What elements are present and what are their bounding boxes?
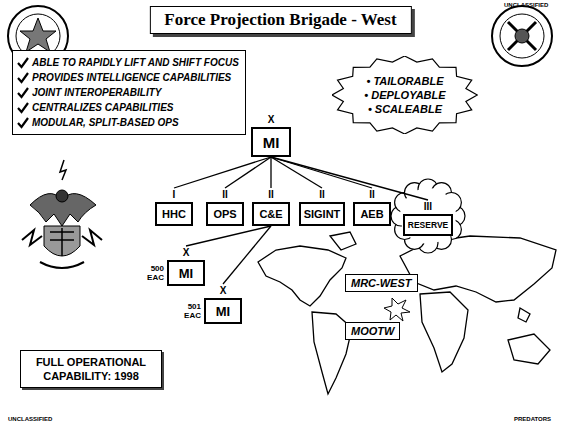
unit-name: SIGINT xyxy=(304,208,341,220)
org-line xyxy=(174,157,271,188)
unit-name: MI xyxy=(216,304,230,319)
unit-name: AEB xyxy=(360,208,383,220)
marking-label: PREDATORS xyxy=(514,416,551,422)
seal-right xyxy=(492,6,552,66)
title-text: Force Projection Brigade - West xyxy=(164,10,396,29)
echelon-mark: X xyxy=(220,284,227,298)
unit-box: RESERVE xyxy=(403,214,453,236)
feature-list: ABLE TO RAPIDLY LIFT AND SHIFT FOCUS PROV… xyxy=(12,50,246,135)
feature-text: PROVIDES INTELLIGENCE CAPABILITIES xyxy=(32,72,231,83)
unit-name: MI xyxy=(179,266,193,281)
unit-box: MI xyxy=(204,298,242,324)
unit-symbol: X MI xyxy=(251,113,291,157)
bullet-word: • SCALEABLE xyxy=(364,102,445,116)
unit-symbol: XMI500 EAC xyxy=(167,246,205,286)
marking-label: UNCLASSIFIED xyxy=(504,2,548,8)
echelon-mark: II xyxy=(319,188,325,202)
title-box: Force Projection Brigade - West xyxy=(149,6,411,34)
check-mark xyxy=(17,117,29,129)
list-row: ABLE TO RAPIDLY LIFT AND SHIFT FOCUS xyxy=(17,55,239,70)
unit-symbol: III RESERVE xyxy=(403,200,453,236)
check-mark xyxy=(17,102,29,114)
list-row: CENTRALIZES CAPABILITIES xyxy=(17,100,239,115)
check-mark xyxy=(17,72,29,84)
echelon-mark: I xyxy=(173,188,176,202)
unit-box: SIGINT xyxy=(299,202,346,226)
unit-symbol: I HHC xyxy=(155,188,193,226)
feature-text: ABLE TO RAPIDLY LIFT AND SHIFT FOCUS xyxy=(32,57,239,68)
unit-box: MI xyxy=(251,127,291,157)
feature-text: CENTRALIZES CAPABILITIES xyxy=(32,102,173,113)
echelon-mark: II xyxy=(268,188,274,202)
check-mark xyxy=(17,57,29,69)
hotspot-burst xyxy=(384,298,410,321)
unit-box: OPS xyxy=(206,202,244,226)
list-row: PROVIDES INTELLIGENCE CAPABILITIES xyxy=(17,70,239,85)
unit-symbol: XMI501 EAC xyxy=(204,284,242,324)
unit-name: OPS xyxy=(213,208,236,220)
unit-box: AEB xyxy=(353,202,391,226)
reserve-cloud xyxy=(391,179,465,253)
org-line xyxy=(271,157,428,200)
unit-name: C&E xyxy=(259,208,282,220)
org-line xyxy=(270,157,271,188)
unit-box: MI xyxy=(167,260,205,286)
world-map xyxy=(258,232,556,394)
feature-text: JOINT INTEROPERABILITY xyxy=(32,87,161,98)
echelon-mark: X xyxy=(183,246,190,260)
starburst-text: • TAILORABLE• DEPLOYABLE• SCALEABLE xyxy=(364,74,445,116)
map-label-box: MOOTW xyxy=(345,322,400,340)
unit-designation: 500 EAC xyxy=(138,264,164,282)
org-line xyxy=(186,226,271,246)
echelon-mark: II xyxy=(369,188,375,202)
echelon-mark: III xyxy=(424,200,432,214)
unit-designation: 501 EAC xyxy=(175,302,201,320)
unit-name: RESERVE xyxy=(408,220,448,230)
check-mark xyxy=(17,87,29,99)
status-text: FULL OPERATIONAL CAPABILITY: 1998 xyxy=(36,356,146,382)
unit-symbol: II C&E xyxy=(252,188,290,226)
unit-name: MI xyxy=(263,134,280,151)
unit-symbol: II AEB xyxy=(353,188,391,226)
org-line xyxy=(223,226,271,284)
unit-box: C&E xyxy=(252,202,290,226)
unit-symbol: II OPS xyxy=(206,188,244,226)
eagle-emblem xyxy=(22,160,102,268)
feature-text: MODULAR, SPLIT-BASED OPS xyxy=(32,117,179,128)
bullet-word: • DEPLOYABLE xyxy=(364,88,445,102)
map-label-box: MRC-WEST xyxy=(345,274,418,292)
echelon-mark: II xyxy=(222,188,228,202)
unit-name: HHC xyxy=(162,208,186,220)
org-line xyxy=(225,157,271,188)
org-line xyxy=(271,157,322,188)
unit-symbol: II SIGINT xyxy=(299,188,346,226)
list-row: JOINT INTEROPERABILITY xyxy=(17,85,239,100)
starburst-callout: • TAILORABLE• DEPLOYABLE• SCALEABLE xyxy=(332,56,477,134)
marking-label: UNCLASSIFIED xyxy=(8,416,52,422)
region-name: MRC-WEST xyxy=(351,277,412,289)
bullet-word: • TAILORABLE xyxy=(364,74,445,88)
list-row: MODULAR, SPLIT-BASED OPS xyxy=(17,115,239,130)
region-name: MOOTW xyxy=(351,325,394,337)
echelon-mark: X xyxy=(268,113,275,127)
status-box: FULL OPERATIONAL CAPABILITY: 1998 xyxy=(20,350,162,388)
unit-box: HHC xyxy=(155,202,193,226)
